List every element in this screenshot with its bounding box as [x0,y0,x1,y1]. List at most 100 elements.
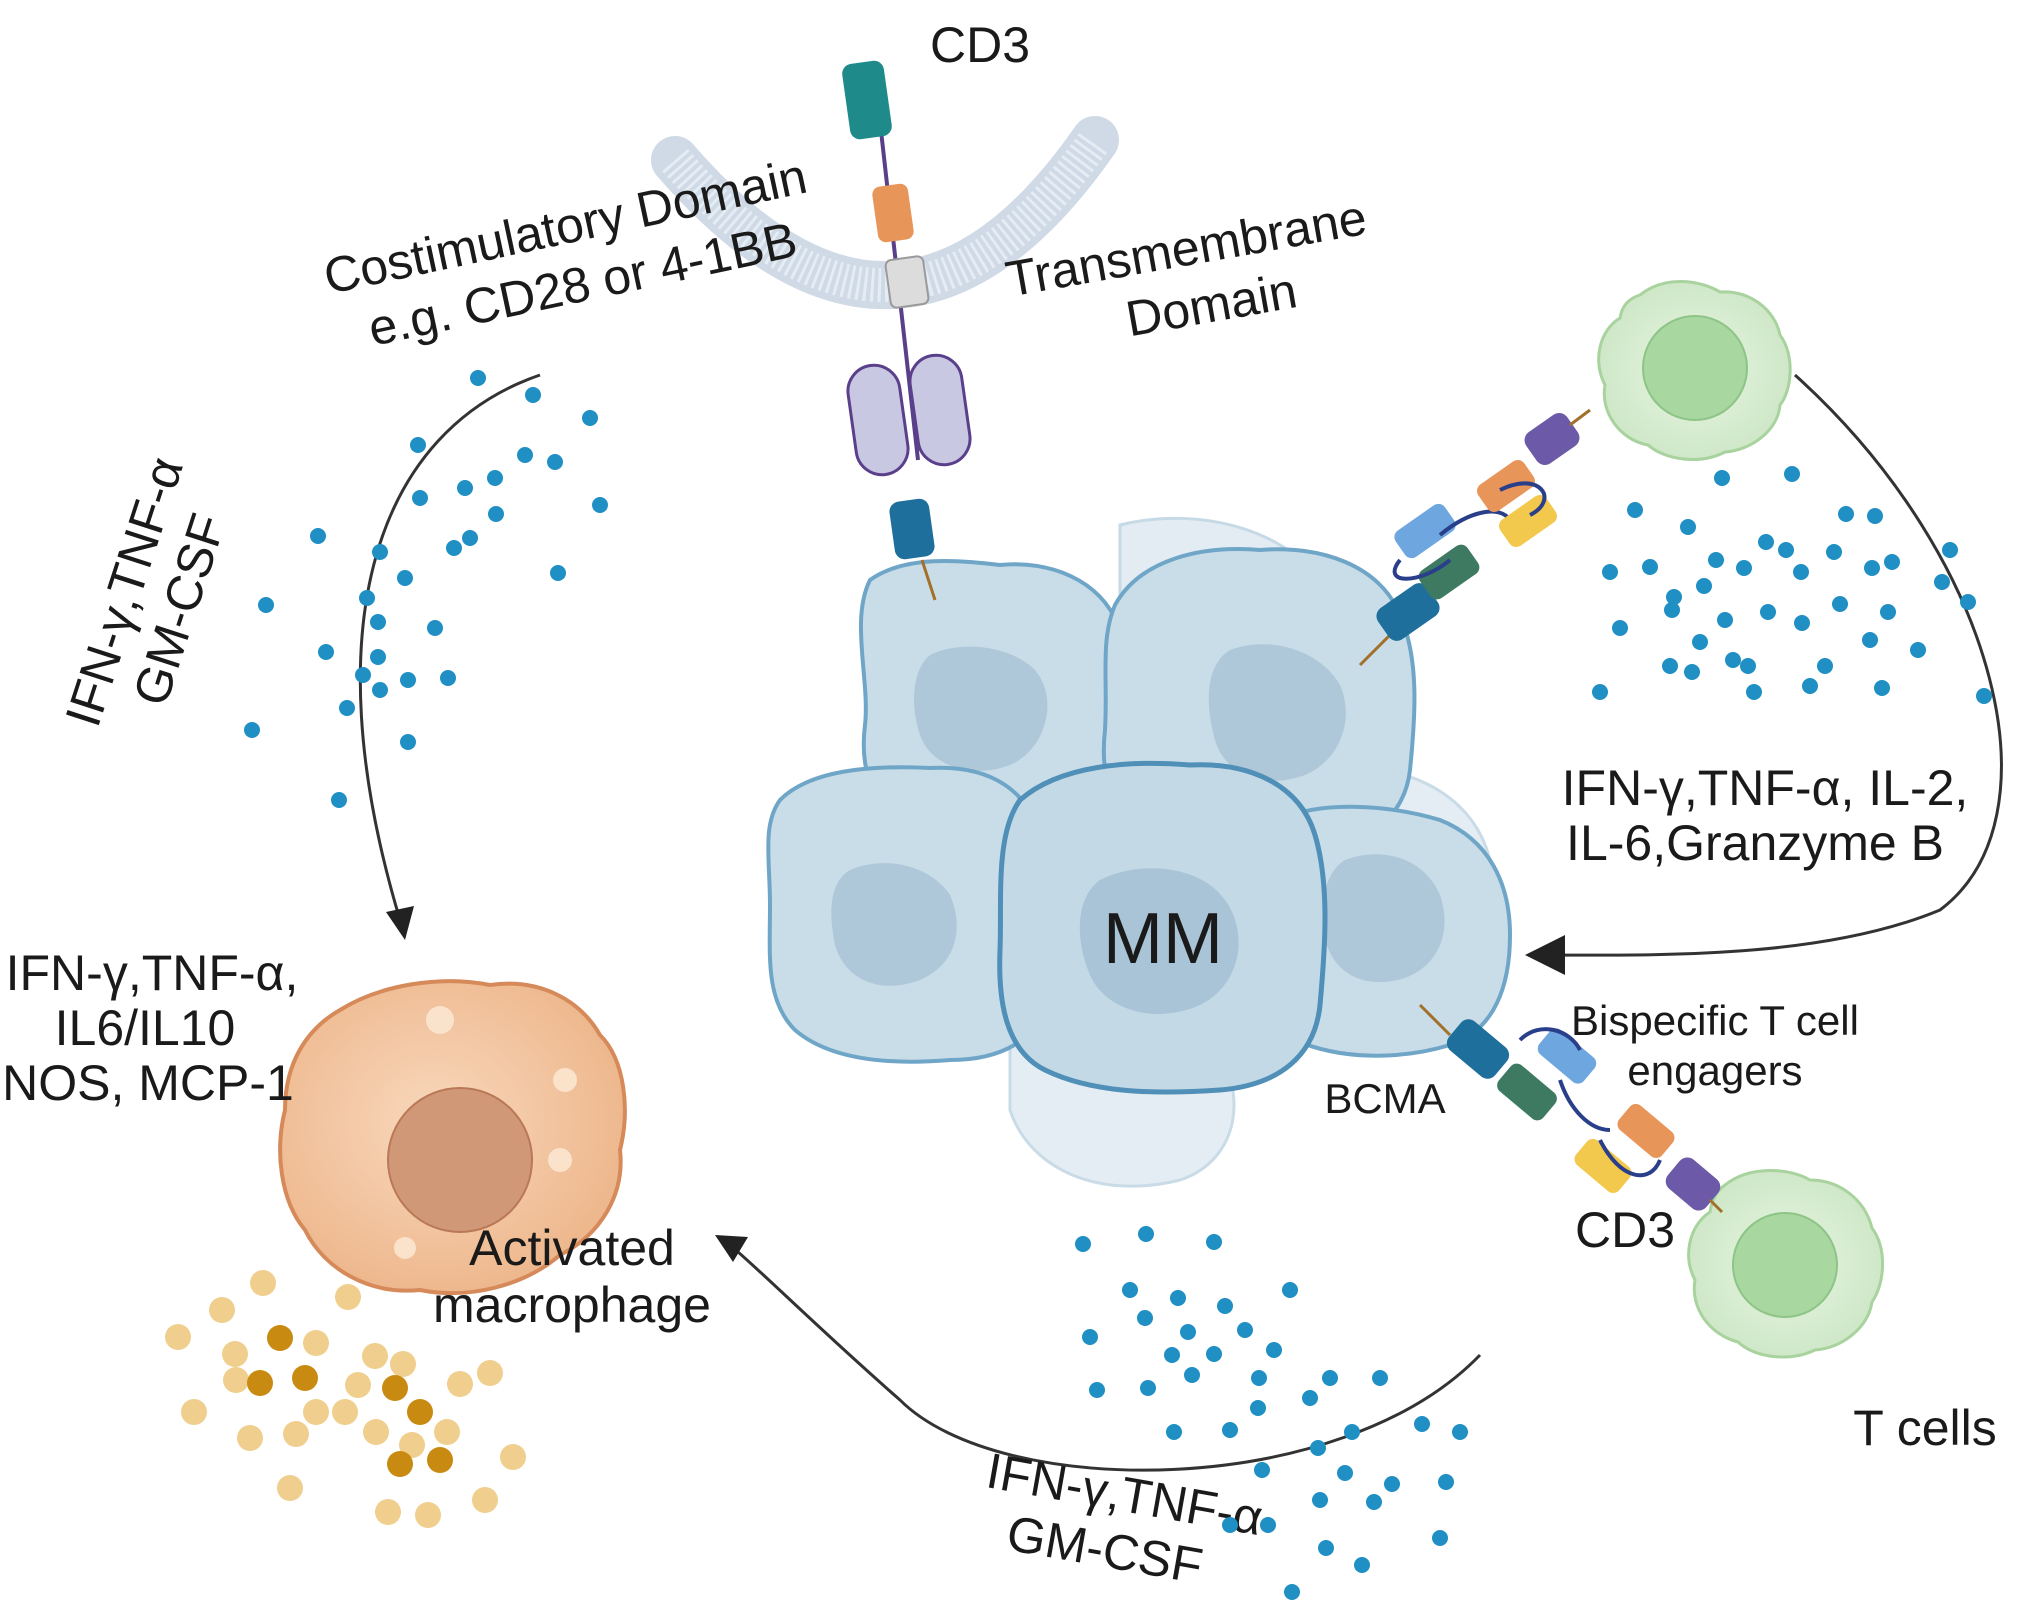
granule [415,1502,441,1528]
car-anchor [920,559,937,601]
costimulatory-label: Costimulatory Domain e.g. CD28 or 4-1BB [319,148,812,357]
bispecific-line2: engagers [1627,1047,1802,1094]
cytokine-dot [400,734,416,750]
macrophage-vacuole-3 [548,1148,572,1172]
cytokine-dot [1140,1380,1156,1396]
arrowhead-left [386,906,414,940]
cytokine-dot [1284,1584,1300,1600]
mm-nucleus-upper-left [914,646,1048,771]
cytokine-dot [1778,542,1794,558]
cytokine-dot [370,649,386,665]
cytokine-dot [1725,652,1741,668]
cytokine-dot [372,682,388,698]
cytokine-dot [1793,564,1809,580]
cytokine-dot [1180,1324,1196,1340]
car-receptor [842,60,972,601]
linker-lower-1 [1518,1027,1582,1052]
granule [283,1421,309,1447]
cytokine-dot [1874,680,1890,696]
granule [303,1399,329,1425]
cytokine-dot [1736,560,1752,576]
cytokine-dot [355,667,371,683]
activated-macrophage [278,979,627,1296]
cytokine-dot [258,597,274,613]
linker-lower-2 [1558,1079,1611,1132]
cytokine-dot [1714,470,1730,486]
cytokine-dot [1976,688,1992,704]
cytokine-dot [1138,1226,1154,1242]
cytokine-dot [370,614,386,630]
transmembrane-domain [884,255,930,309]
granule [292,1365,318,1391]
t-cell-top-right [1597,280,1792,461]
tcell-anchor-upper [1569,408,1591,427]
macrophage-vacuole-1 [426,1006,454,1034]
granule [500,1444,526,1470]
cytokine-dot [1384,1476,1400,1492]
granule [434,1419,460,1445]
macrophage-granules [165,1270,526,1528]
granule [223,1367,249,1393]
cytokine-dot [1237,1322,1253,1338]
arrowhead-bottom [715,1235,748,1262]
cytokine-dot [1282,1282,1298,1298]
cytokine-dot [446,540,462,556]
cytokine-dot [582,410,598,426]
cytokine-dot [1344,1424,1360,1440]
cytokine-dot [1302,1390,1318,1406]
hinge-domain-left [846,363,910,477]
cytokine-dot [372,544,388,560]
scfv-green-lower [1497,1063,1557,1121]
cytokine-dot [1266,1342,1282,1358]
cytokine-dot [1170,1290,1186,1306]
mm-nucleus-left [831,863,957,986]
cytokine-dot [1322,1370,1338,1386]
t-cells-label: T cells [1853,1400,1997,1456]
cytokine-dot [525,387,541,403]
cytokine-dot [487,470,503,486]
cytokine-dot [1452,1424,1468,1440]
cytokine-dot [1592,684,1608,700]
cytokine-dot [1438,1474,1454,1490]
macrophage-nucleus [387,1087,533,1233]
cytokine-dot [1934,574,1950,590]
cytokine-dot [1318,1540,1334,1556]
t-cell-nucleus-bottom [1732,1212,1838,1318]
cytokine-dot [410,437,426,453]
granule [472,1487,498,1513]
linker-upper-2 [1438,509,1512,537]
tcell-anchor-lower [1708,1198,1724,1214]
left-cytokine-label: IFN-γ,TNF-α GM-CSF [55,450,237,733]
macro-line2: macrophage [433,1277,711,1333]
cytokine-dot [1802,678,1818,694]
macro-line1: Activated [469,1220,675,1276]
macro-cyto-line3: NOS, MCP-1 [2,1055,294,1111]
cytokine-dot [1602,564,1618,580]
cytokine-dot [1692,634,1708,650]
cytokine-dot [1122,1282,1138,1298]
cytokine-dot [331,792,347,808]
cytokine-dot [1260,1517,1276,1533]
macro-cyto-line1: IFN-γ,TNF-α, [6,945,299,1001]
granule [382,1375,408,1401]
cytokine-dot [244,722,260,738]
granule [447,1371,473,1397]
arrow-tcells-to-mm [1539,373,2003,957]
bcma-upper [1376,583,1440,641]
granule [375,1499,401,1525]
mm-nucleus-right [1322,854,1445,983]
cytokine-dot [1354,1557,1370,1573]
linker-upper-1 [1392,558,1452,581]
scfv-green-upper [1418,544,1480,600]
cytokine-dot [1164,1347,1180,1363]
cytokine-dot [310,528,326,544]
bispecific-engager-lower [1418,1003,1724,1214]
granule [237,1425,263,1451]
granule [277,1475,303,1501]
granule [303,1330,329,1356]
cytokine-dot [1760,604,1776,620]
cytokine-dot [1184,1367,1200,1383]
bcma-anchor-lower [1418,1003,1452,1037]
cytokine-dot [1864,560,1880,576]
cytokine-dot [1826,544,1842,560]
